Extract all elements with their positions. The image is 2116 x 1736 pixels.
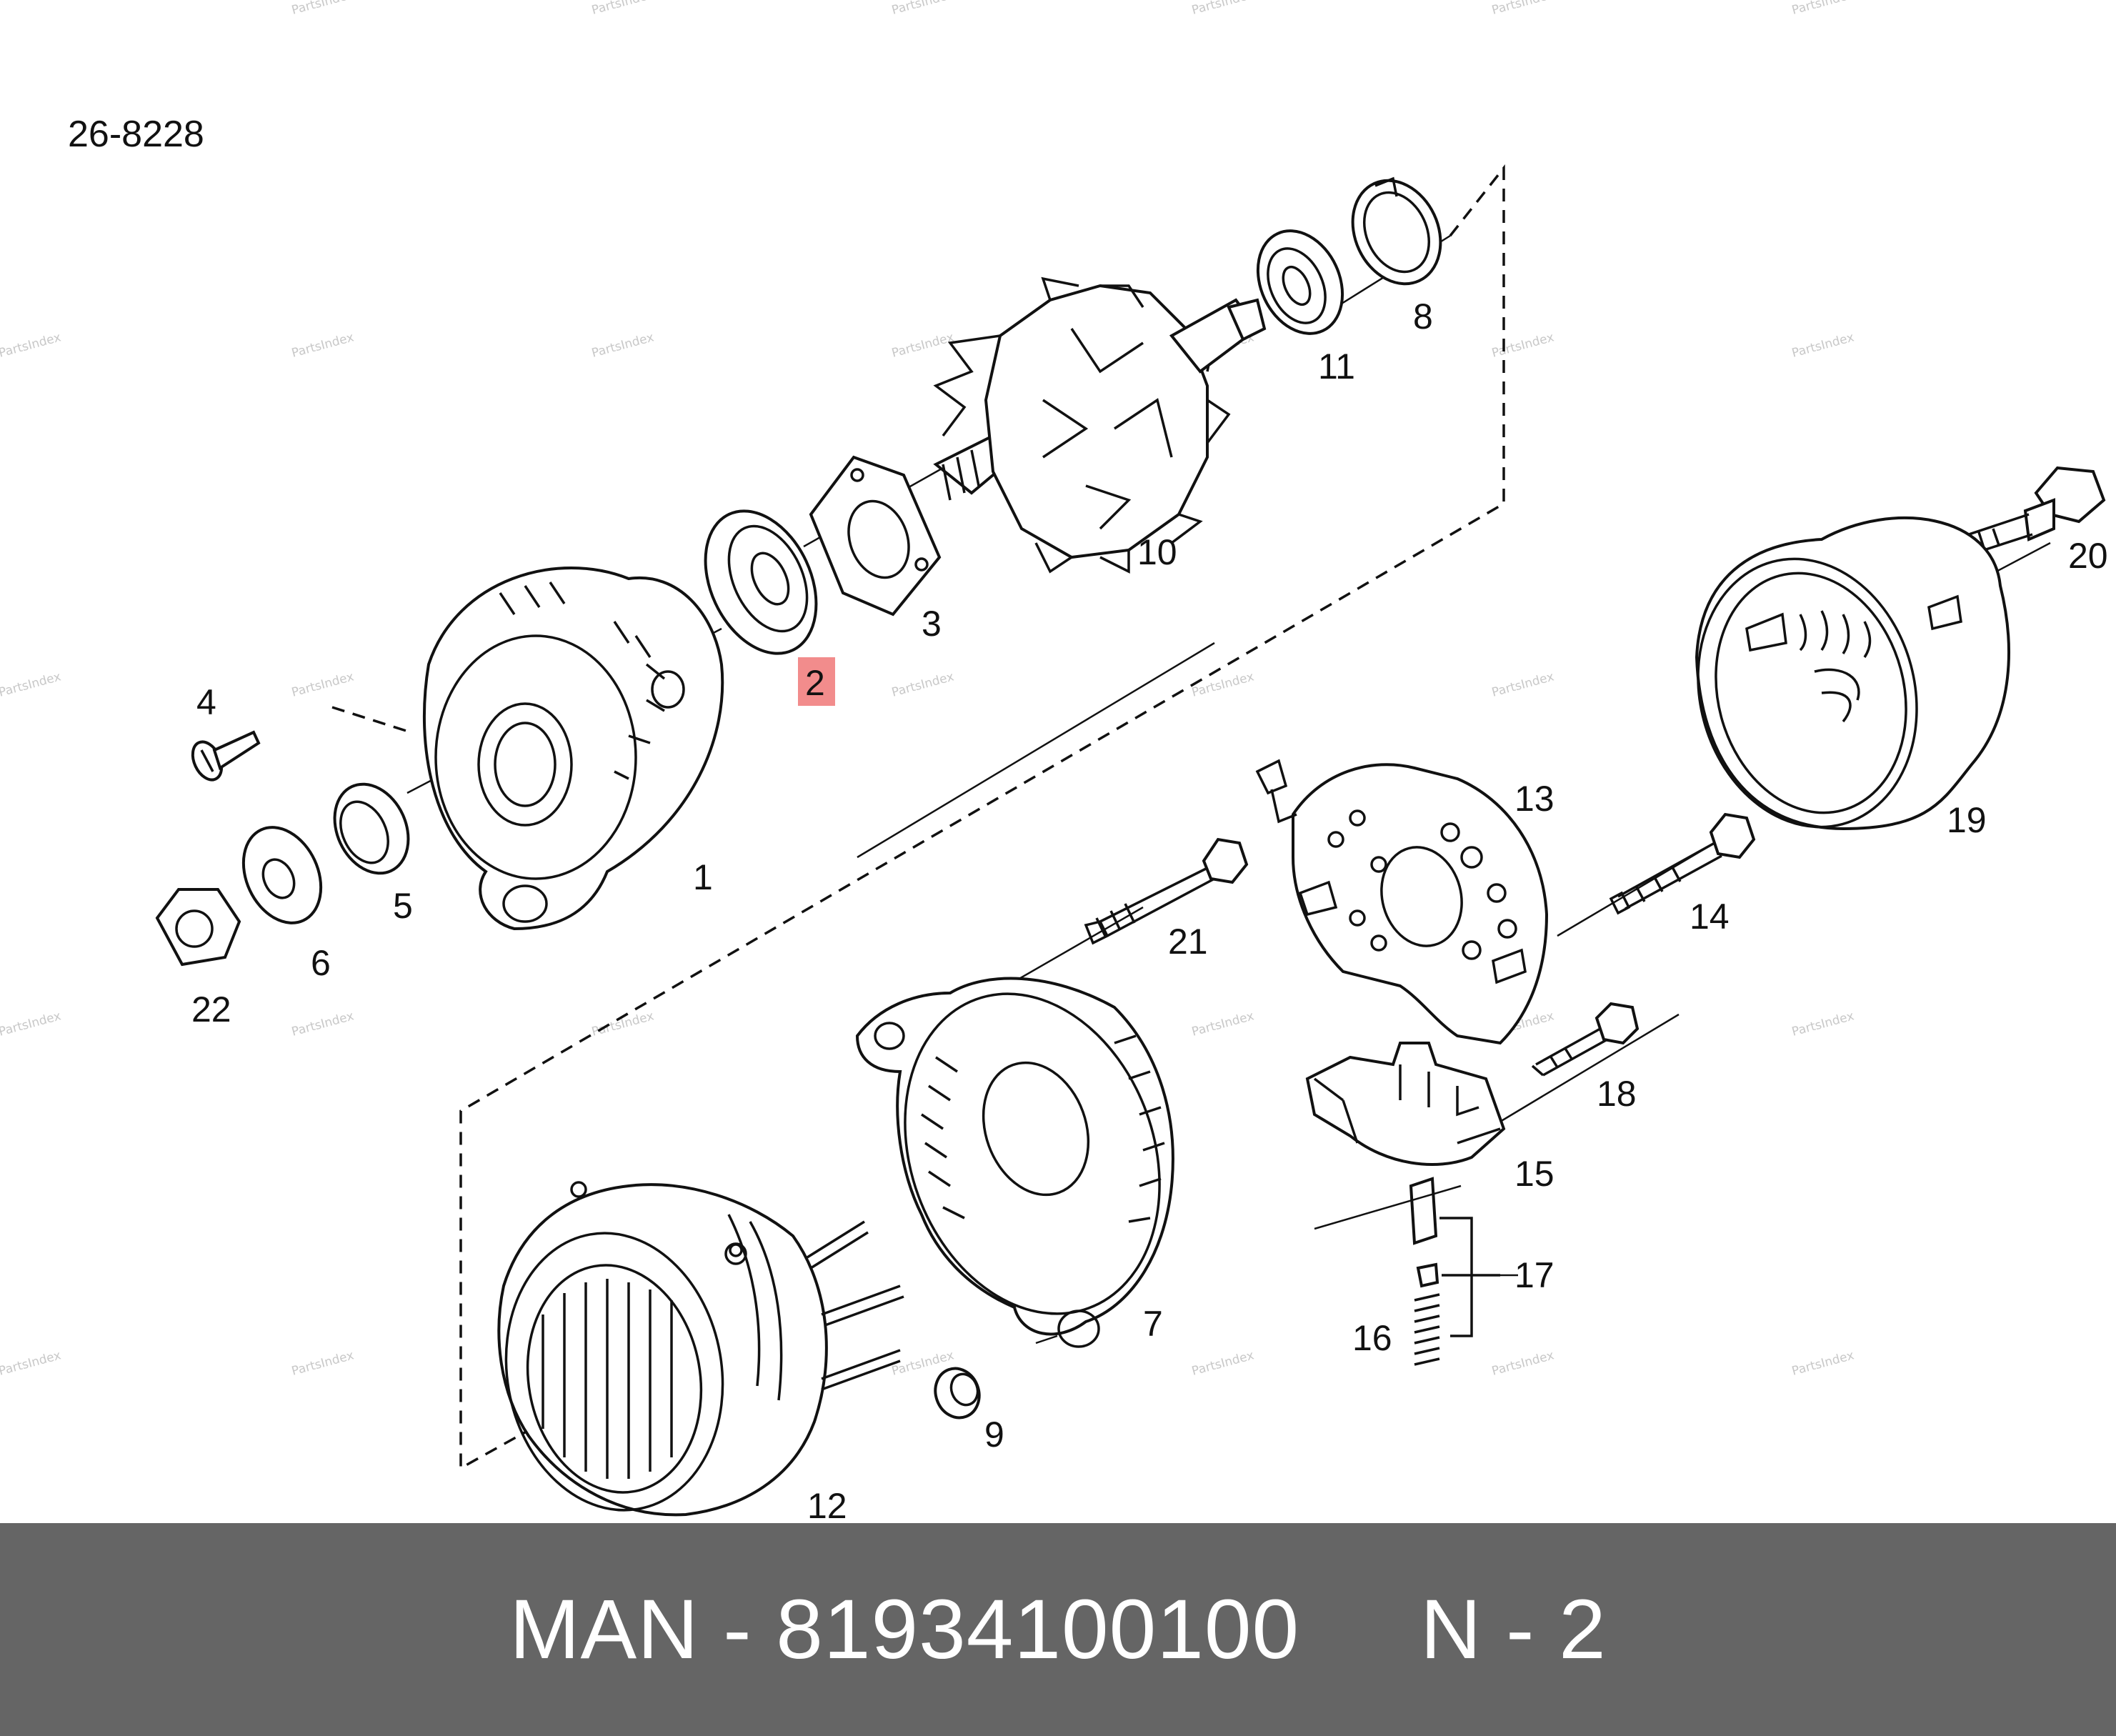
watermark: PartsIndex (1490, 1348, 1555, 1378)
part-18-bolt (1531, 1002, 1640, 1077)
watermark: PartsIndex (1790, 0, 1855, 18)
part-20-bolt (1930, 466, 2106, 567)
part-9-sleeve (934, 1367, 981, 1420)
watermark: PartsIndex (1490, 330, 1555, 360)
watermark: PartsIndex (290, 0, 355, 18)
callout-9: 9 (984, 1415, 1004, 1455)
watermark: PartsIndex (0, 1348, 62, 1378)
watermark: PartsIndex (1790, 1009, 1855, 1039)
part-16-spring (1414, 1293, 1440, 1366)
callout-14: 14 (1690, 897, 1730, 937)
part-14-bolt (1609, 812, 1756, 915)
watermark: PartsIndex (1190, 669, 1255, 699)
watermark: PartsIndex (1490, 0, 1555, 18)
watermark: PartsIndex (1790, 330, 1855, 360)
callout-labels: 1 2 3 4 5 6 7 8 9 10 11 12 13 14 15 16 1… (191, 296, 2108, 1522)
callout-13: 13 (1514, 779, 1554, 819)
callout-18: 18 (1597, 1074, 1637, 1114)
part-19-cover (1695, 517, 2010, 831)
callout-19: 19 (1947, 800, 1987, 840)
watermark: PartsIndex (890, 0, 955, 18)
part-17-brush (1409, 1177, 1500, 1337)
watermark: PartsIndex (1190, 1009, 1255, 1039)
callout-10: 10 (1137, 532, 1177, 572)
watermark: PartsIndex (290, 1009, 355, 1039)
part-7-slip-ring-bracket (855, 977, 1174, 1348)
callout-4: 4 (196, 682, 216, 722)
callout-20: 20 (2068, 536, 2108, 576)
highlight-box-2 (798, 657, 835, 706)
assembly-boundary (459, 164, 1505, 1470)
callout-11: 11 (1318, 346, 1355, 386)
part-number-text: MAN - 81934100100 N - 2 (509, 1582, 1607, 1677)
callout-2: 2 (805, 663, 825, 703)
part-10-rotor (933, 276, 1267, 574)
callout-7: 7 (1143, 1304, 1163, 1344)
watermark: PartsIndex (890, 330, 955, 360)
watermark: PartsIndex (1790, 1348, 1855, 1378)
part-3-retainer-plate (809, 455, 942, 617)
part-22-nut (155, 888, 241, 967)
watermark: PartsIndex (290, 1348, 355, 1378)
callout-12: 12 (807, 1486, 847, 1522)
callout-5: 5 (393, 886, 413, 926)
part-15-regulator (1305, 1042, 1506, 1166)
part-2-bearing (704, 509, 818, 655)
part-21-bolt (1084, 837, 1249, 945)
part-number-footer: MAN - 81934100100 N - 2 (0, 1523, 2116, 1736)
part-5-spacer (333, 782, 410, 875)
callout-16: 16 (1352, 1318, 1392, 1358)
watermark: PartsIndex (1190, 1348, 1255, 1378)
callout-22: 22 (191, 989, 231, 1029)
watermark: PartsIndex (1190, 0, 1255, 18)
watermark: PartsIndex (1490, 669, 1555, 699)
part-6-washer (241, 826, 323, 924)
diagram-code: 26-8228 (68, 114, 204, 155)
callout-1: 1 (693, 857, 713, 897)
watermark: PartsIndex (590, 1009, 655, 1039)
watermark: PartsIndex (0, 330, 62, 360)
watermark: PartsIndex (290, 669, 355, 699)
watermark: PartsIndex (590, 330, 655, 360)
watermark: PartsIndex (0, 669, 62, 699)
watermark: PartsIndex (590, 0, 655, 18)
watermark: PartsIndex (0, 1009, 62, 1039)
exploded-parts-diagram: PartsIndex PartsIndex PartsIndex PartsIn… (0, 0, 2108, 1522)
callout-6: 6 (311, 943, 331, 983)
part-8-ring (1351, 176, 1442, 286)
leader-lines (1035, 1184, 1518, 1345)
part-1-drive-end-bracket (422, 567, 724, 931)
part-11-bearing (1256, 229, 1344, 335)
callout-15: 15 (1514, 1154, 1554, 1194)
watermark: PartsIndex (290, 330, 355, 360)
callout-17: 17 (1514, 1255, 1554, 1295)
part-12-stator (497, 1181, 904, 1517)
part-4-screw (191, 730, 261, 782)
callout-3: 3 (922, 604, 942, 644)
leader-dash-4 (331, 706, 411, 734)
callout-21: 21 (1168, 922, 1208, 962)
watermark: PartsIndex (890, 669, 955, 699)
part-13-rectifier (1255, 759, 1549, 1045)
callout-8: 8 (1413, 296, 1433, 336)
